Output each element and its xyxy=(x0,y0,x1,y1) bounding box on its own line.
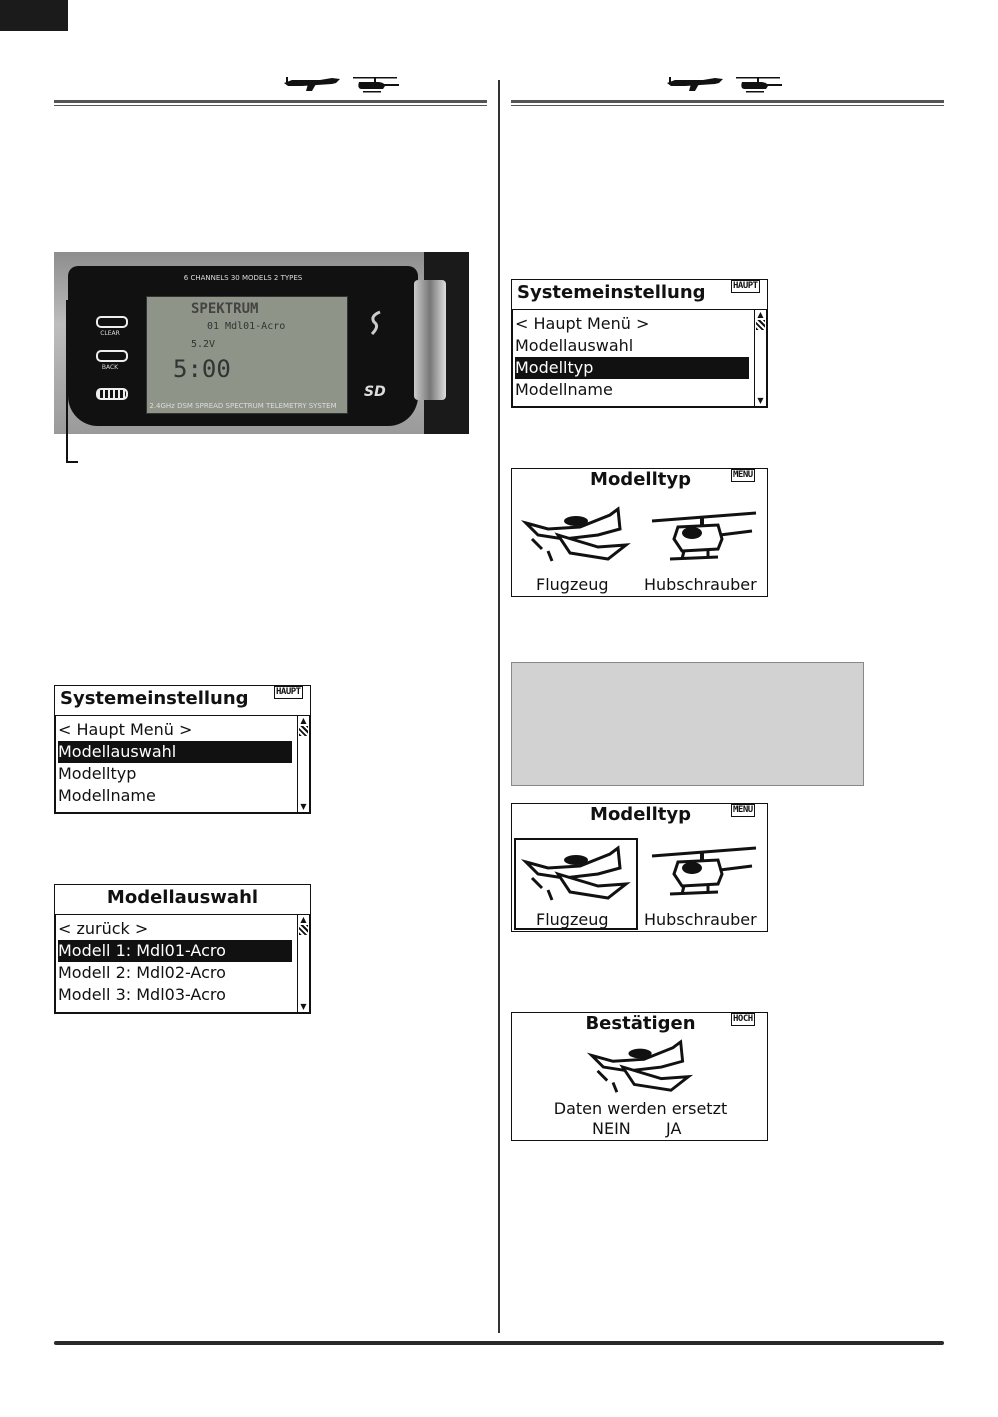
helicopter-label[interactable]: Hubschrauber xyxy=(644,910,757,929)
scroll-down-icon[interactable]: ▼ xyxy=(300,802,307,811)
back-label: BACK xyxy=(101,364,119,371)
confirm-message: Daten werden ersetzt xyxy=(553,1099,728,1118)
lcd-confirm: Bestätigen HOCH Daten werden ersetzt NEI… xyxy=(511,1012,768,1141)
lcd-system-settings-right: Systemeinstellung HAUPT < Haupt Menü > M… xyxy=(511,279,768,408)
helicopter-icon[interactable] xyxy=(648,509,760,567)
transmitter-photo: 6 CHANNELS 30 MODELS 2 TYPES CLEAR BACK … xyxy=(54,252,469,434)
list-item[interactable]: < Haupt Menü > xyxy=(515,314,650,333)
screen-title: Bestätigen xyxy=(585,1013,696,1034)
menu-tag[interactable]: MENU xyxy=(731,804,755,817)
list-item[interactable]: Modelltyp xyxy=(58,764,137,783)
airplane-icon xyxy=(586,1039,694,1093)
callout-tick xyxy=(66,461,78,463)
scrollbar[interactable]: ▲ ▼ xyxy=(754,310,766,406)
list-item[interactable]: Modellname xyxy=(58,786,156,805)
airplane-label[interactable]: Flugzeug xyxy=(536,910,609,929)
scroll-up-icon[interactable]: ▲ xyxy=(300,915,307,924)
list-item-selected[interactable]: Modell 1: Mdl01-Acro xyxy=(58,940,292,962)
menu-list: < Haupt Menü > Modellauswahl Modelltyp M… xyxy=(55,715,310,813)
airplane-selection-frame[interactable] xyxy=(514,838,638,930)
clear-label: CLEAR xyxy=(100,330,120,337)
callout-bracket xyxy=(66,300,74,462)
helicopter-label[interactable]: Hubschrauber xyxy=(644,575,757,594)
list-item-selected[interactable]: Modellauswahl xyxy=(58,741,292,763)
device-top-text: 6 CHANNELS 30 MODELS 2 TYPES xyxy=(183,274,303,282)
scrollbar[interactable]: ▲ ▼ xyxy=(297,716,309,812)
list-item[interactable]: Modell 2: Mdl02-Acro xyxy=(58,963,226,982)
screen-title: Modellauswahl xyxy=(106,887,259,908)
model-list: < zurück > Modell 1: Mdl01-Acro Modell 2… xyxy=(55,914,310,1013)
scroll-up-icon[interactable]: ▲ xyxy=(757,310,764,319)
lcd-brand: SPEKTRUM xyxy=(191,301,259,317)
scroll-down-icon[interactable]: ▼ xyxy=(757,396,764,405)
scroll-thumb[interactable] xyxy=(299,726,308,736)
list-item[interactable]: Modellname xyxy=(515,380,613,399)
list-item-selected[interactable]: Modelltyp xyxy=(515,357,749,379)
airplane-icon[interactable] xyxy=(518,505,638,567)
scroll-thumb[interactable] xyxy=(299,925,308,935)
column-divider xyxy=(498,80,500,1333)
hoch-tag[interactable]: HOCH xyxy=(731,1013,755,1026)
sd-logo-icon: SD xyxy=(364,384,386,400)
yes-option[interactable]: JA xyxy=(666,1119,682,1138)
lcd-model-select: Modellauswahl < zurück > Modell 1: Mdl01… xyxy=(54,884,311,1014)
scroll-up-icon[interactable]: ▲ xyxy=(300,716,307,725)
helicopter-icon xyxy=(353,77,399,93)
callout-tick xyxy=(66,300,76,302)
airplane-icon xyxy=(667,77,723,91)
clear-button[interactable] xyxy=(96,316,128,328)
lcd-model: 01 Mdl01-Acro xyxy=(207,321,286,332)
haupt-tag[interactable]: HAUPT xyxy=(274,686,303,699)
screen-title: Systemeinstellung xyxy=(60,688,249,709)
haupt-tag[interactable]: HAUPT xyxy=(731,280,760,293)
page-tab-marker xyxy=(0,0,68,31)
helicopter-icon xyxy=(736,77,782,93)
lcd-model-type-selected: Modelltyp MENU Flugzeug Hubschrauber xyxy=(511,803,768,932)
footer-rule xyxy=(54,1341,944,1345)
screen-title: Systemeinstellung xyxy=(517,282,706,303)
scroll-roller[interactable] xyxy=(414,280,446,400)
lcd-voltage: 5.2V xyxy=(191,339,216,350)
back-button[interactable] xyxy=(96,350,128,362)
no-option[interactable]: NEIN xyxy=(592,1119,631,1138)
header-rule-right xyxy=(511,100,944,106)
spektrum-logo-icon xyxy=(370,310,381,336)
roller-button[interactable] xyxy=(96,388,128,400)
scrollbar[interactable]: ▲ ▼ xyxy=(297,915,309,1012)
lcd-model-type: Modelltyp MENU Flugzeug Hubschrauber xyxy=(511,468,768,597)
device-bottom-text: 2.4GHz DSM SPREAD SPECTRUM TELEMETRY SYS… xyxy=(149,402,337,410)
lcd-timer: 5:00 xyxy=(173,355,231,383)
airplane-label[interactable]: Flugzeug xyxy=(536,575,609,594)
scroll-down-icon[interactable]: ▼ xyxy=(300,1002,307,1011)
menu-tag[interactable]: MENU xyxy=(731,469,755,482)
list-item[interactable]: < zurück > xyxy=(58,919,149,938)
transmitter-face: 6 CHANNELS 30 MODELS 2 TYPES CLEAR BACK … xyxy=(68,266,418,426)
airplane-icon xyxy=(284,77,340,91)
device-lcd: SPEKTRUM 01 Mdl01-Acro 5.2V 5:00 xyxy=(146,296,348,414)
menu-list: < Haupt Menü > Modellauswahl Modelltyp M… xyxy=(512,309,767,407)
scroll-thumb[interactable] xyxy=(756,320,765,330)
lcd-system-settings-left: Systemeinstellung HAUPT < Haupt Menü > M… xyxy=(54,685,311,814)
helicopter-icon[interactable] xyxy=(648,844,760,902)
list-item[interactable]: Modell 3: Mdl03-Acro xyxy=(58,985,226,1004)
note-box xyxy=(511,662,864,786)
list-item[interactable]: < Haupt Menü > xyxy=(58,720,193,739)
callout-tick xyxy=(66,342,76,344)
header-rule-left xyxy=(54,100,487,106)
screen-title: Modelltyp xyxy=(590,469,691,490)
airplane-icon[interactable] xyxy=(518,844,638,906)
list-item[interactable]: Modellauswahl xyxy=(515,336,634,355)
screen-title: Modelltyp xyxy=(590,804,691,825)
